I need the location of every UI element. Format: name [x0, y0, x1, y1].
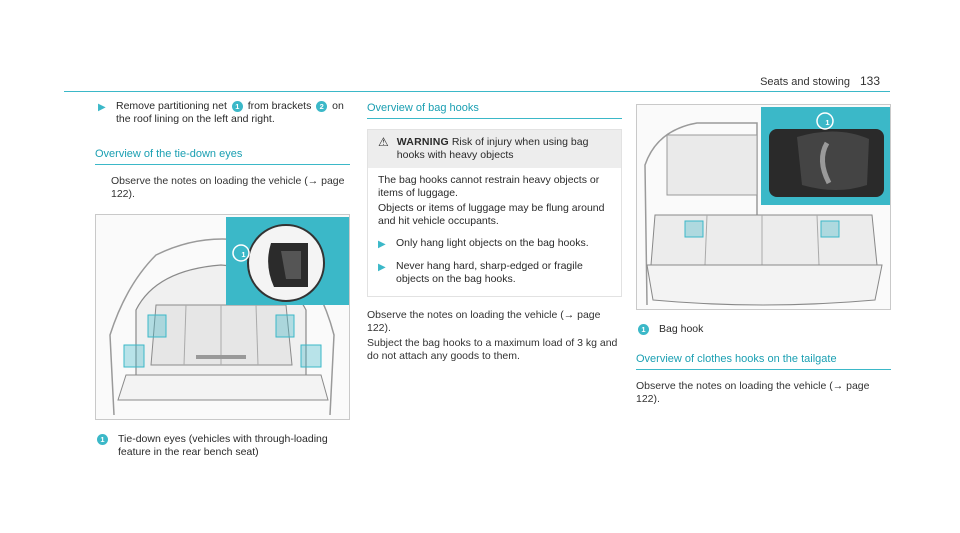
column-left: ▶ Remove partitioning net 1 from bracket…: [95, 100, 350, 459]
column-right: 1 1 Bag hook Overview of clothes hooks o…: [636, 104, 891, 406]
load-note: Subject the bag hooks to a maximum load …: [367, 337, 618, 362]
warning-step: ▶ Never hang hard, sharp-edged or fragil…: [378, 260, 583, 285]
warning-text: The bag hooks cannot restrain heavy obje…: [378, 174, 600, 199]
arrow-right-icon: ▶: [378, 262, 386, 273]
figure-caption: 1 Bag hook: [636, 323, 891, 336]
observe-note: Observe the notes on loading the vehicle…: [367, 309, 601, 334]
section-title: Overview of clothes hooks on the tailgat…: [636, 353, 891, 370]
header-rule: [64, 91, 890, 92]
warning-step: ▶ Only hang light objects on the bag hoo…: [378, 237, 589, 250]
column-middle: Overview of bag hooks ⚠ WARNING Risk of …: [367, 102, 622, 363]
arrow-right-icon: ▶: [98, 102, 106, 113]
warning-body: The bag hooks cannot restrain heavy obje…: [368, 168, 621, 296]
figure-caption: 1 Tie-down eyes (vehicles with through-l…: [95, 433, 350, 459]
callout-badge: 1: [231, 100, 243, 112]
warning-triangle-icon: ⚠: [378, 135, 389, 149]
figure-badge: 1: [825, 118, 830, 127]
bag-hook-illustration: [644, 107, 890, 306]
callout-badge: 2: [316, 100, 328, 112]
page-number: 133: [859, 74, 880, 88]
figure-callout-1: [232, 244, 250, 262]
figure-callout-1: [816, 112, 834, 130]
callout-badge: 1: [638, 324, 649, 335]
section-name: Seats and stowing: [760, 76, 850, 88]
observe-note: Observe the notes on loading the vehicle…: [111, 175, 345, 200]
trunk-illustration: [109, 217, 349, 416]
page-header: Seats and stowing 133: [760, 74, 880, 88]
bag-hook-figure: 1: [636, 104, 891, 310]
warning-header: ⚠ WARNING Risk of injury when using bag …: [368, 130, 621, 168]
figure-badge: 1: [241, 250, 246, 259]
callout-badge: 1: [97, 434, 108, 445]
step-text: Remove partitioning net 1 from brackets …: [116, 100, 344, 125]
warning-box: ⚠ WARNING Risk of injury when using bag …: [367, 129, 622, 297]
warning-label: WARNING: [396, 136, 449, 148]
arrow-right-icon: ▶: [378, 239, 386, 250]
section-title: Overview of bag hooks: [367, 102, 622, 119]
warning-text: Objects or items of luggage may be flung…: [378, 202, 605, 227]
instruction-step: ▶ Remove partitioning net 1 from bracket…: [98, 100, 350, 126]
observe-note: Observe the notes on loading the vehicle…: [636, 380, 870, 405]
tie-down-eyes-figure: 1: [95, 214, 350, 420]
section-title: Overview of the tie-down eyes: [95, 148, 350, 165]
